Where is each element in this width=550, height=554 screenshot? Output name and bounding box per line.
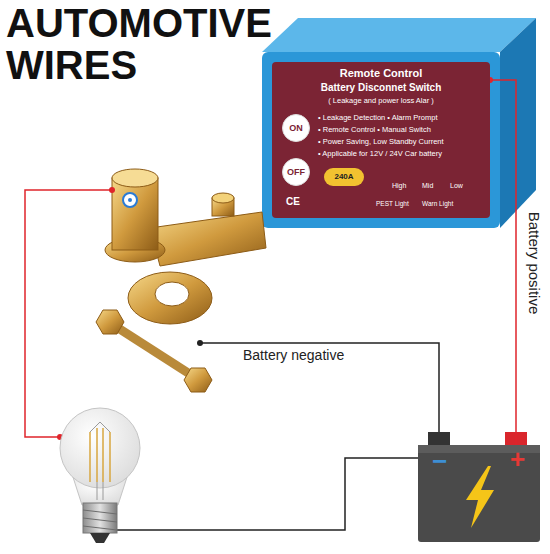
filament-support (90, 422, 110, 500)
current-badge: 240A (324, 168, 364, 186)
node-text: Mid (422, 182, 433, 190)
clamp-bolt (115, 326, 196, 378)
off-button: OFF (282, 158, 310, 186)
wire-dot (109, 187, 115, 193)
node-text: ( Leakage and power loss Alar ) (272, 97, 490, 106)
wire-label: Battery negative (243, 347, 344, 363)
node-text: CE (286, 196, 300, 208)
housing-side (500, 18, 536, 228)
node-text: Battery Disconnet Switch (272, 82, 490, 94)
wire-dot (197, 340, 203, 346)
node-text: Low (450, 182, 463, 190)
housing-front (262, 52, 500, 228)
node-text: Warn Light (422, 200, 453, 207)
wire-label: Battery positive (526, 211, 543, 314)
bulb-wire (25, 190, 112, 437)
clamp-ring (128, 272, 212, 324)
plate-bolt-top (212, 193, 234, 203)
bulb-return-wire (117, 458, 418, 530)
node-text: • Power Saving, Low Standby Current (318, 138, 444, 147)
post-symbol-dot (128, 198, 132, 202)
title: AUTOMOTIVE WIRES (6, 2, 306, 86)
housing-top (262, 18, 536, 52)
node-text: − (432, 447, 447, 477)
node-text: PEST Light (376, 200, 409, 207)
battery-body (418, 445, 540, 542)
node-text: OFF (287, 167, 305, 177)
hex-nut (184, 368, 212, 392)
node-text: ON (289, 123, 303, 133)
negative-terminal (428, 432, 450, 446)
node-text: High (392, 182, 406, 190)
on-button: ON (282, 114, 310, 142)
bulb-base (83, 503, 117, 533)
switch-label-panel: Remote ControlBattery Disconnet Switch ( … (272, 62, 490, 218)
brass-plate (150, 212, 266, 266)
post-symbol (123, 193, 137, 207)
node-text: Remote Control (272, 67, 490, 80)
post-body (112, 178, 158, 250)
battery: −+ (418, 445, 540, 542)
bulb-thread (83, 510, 117, 530)
node-text: • Remote Control • Manual Switch (318, 126, 431, 135)
bulb-tip (90, 533, 110, 543)
positive-wire (490, 80, 516, 445)
bulb-glass (60, 408, 140, 488)
node-text: 240A (334, 172, 353, 181)
hex-nut (96, 310, 124, 334)
post-top (112, 169, 158, 187)
node-text: • Applicable for 12V / 24V Car battery (318, 150, 442, 159)
filament (90, 428, 110, 482)
node-text: • Leakage Detection • Alarm Prompt (318, 114, 437, 123)
node-text: + (510, 445, 525, 475)
negative-wire (200, 343, 439, 432)
lightning-bolt (466, 466, 494, 528)
clamp-hole (155, 282, 189, 306)
